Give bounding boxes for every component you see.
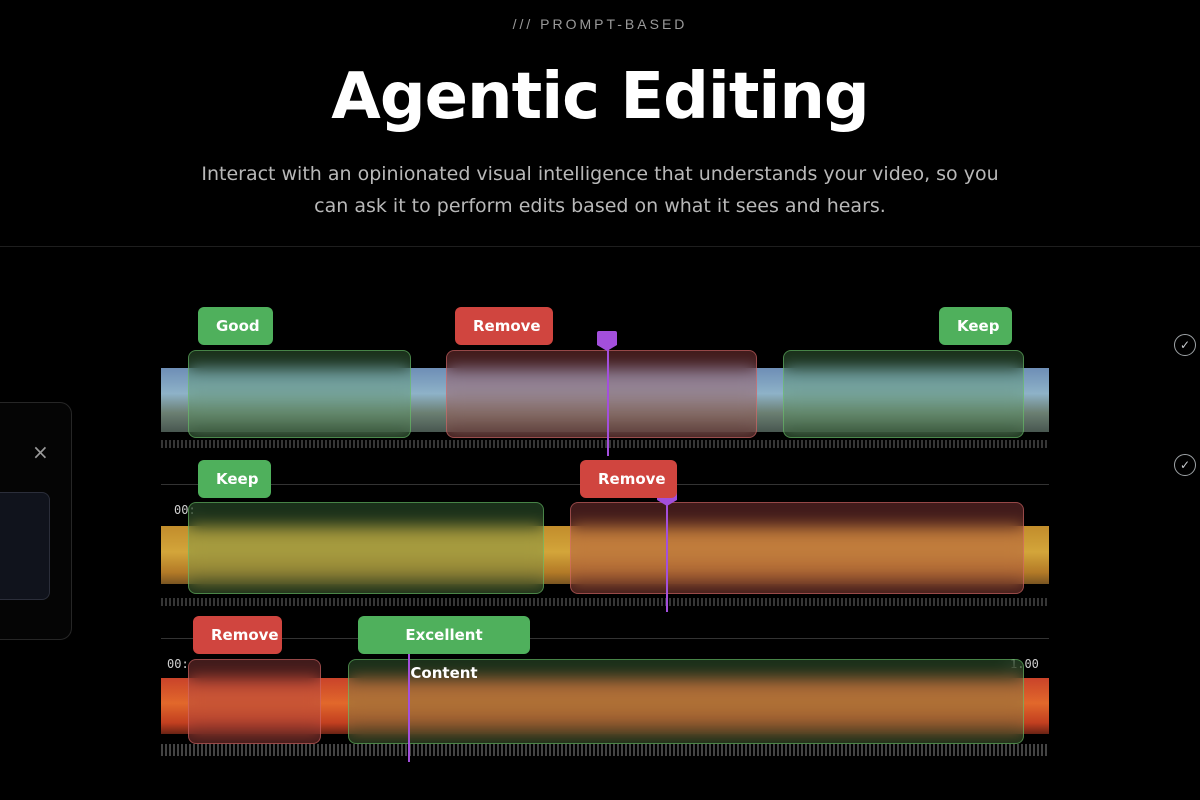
segment-tag[interactable]: Excellent Content bbox=[358, 616, 530, 682]
prompt-input[interactable] bbox=[0, 492, 50, 600]
page-title: Agentic Editing bbox=[331, 60, 869, 134]
audio-waveform bbox=[161, 744, 1049, 756]
remove-segment[interactable] bbox=[570, 502, 1024, 594]
segment-tag[interactable]: Remove bbox=[193, 616, 282, 654]
audio-waveform bbox=[161, 440, 1049, 448]
keep-segment[interactable] bbox=[188, 350, 411, 438]
keep-segment[interactable] bbox=[188, 502, 544, 594]
close-icon[interactable]: × bbox=[32, 440, 49, 464]
time-ruler bbox=[161, 638, 1049, 639]
remove-segment[interactable] bbox=[446, 350, 757, 438]
segment-tag[interactable]: Remove bbox=[455, 307, 553, 345]
playhead-handle[interactable] bbox=[597, 331, 617, 351]
playhead[interactable] bbox=[666, 494, 668, 612]
keep-segment[interactable] bbox=[783, 350, 1024, 438]
audio-waveform bbox=[161, 598, 1049, 606]
playhead[interactable] bbox=[408, 654, 410, 762]
section-eyebrow: /// PROMPT-BASED bbox=[512, 16, 688, 32]
playhead[interactable] bbox=[607, 344, 609, 456]
check-circle-icon: ✓ bbox=[1174, 454, 1196, 476]
segment-tag[interactable]: Keep bbox=[198, 460, 271, 498]
remove-segment[interactable] bbox=[188, 659, 321, 744]
page-subtitle: Interact with an opinionated visual inte… bbox=[201, 163, 999, 217]
segment-tag[interactable]: Good bbox=[198, 307, 273, 345]
timestamp-start: 00: bbox=[167, 657, 189, 671]
keep-segment[interactable] bbox=[348, 659, 1024, 744]
section-divider bbox=[0, 246, 1200, 247]
segment-tag[interactable]: Keep bbox=[939, 307, 1012, 345]
check-circle-icon: ✓ bbox=[1174, 334, 1196, 356]
segment-tag[interactable]: Remove bbox=[580, 460, 677, 498]
